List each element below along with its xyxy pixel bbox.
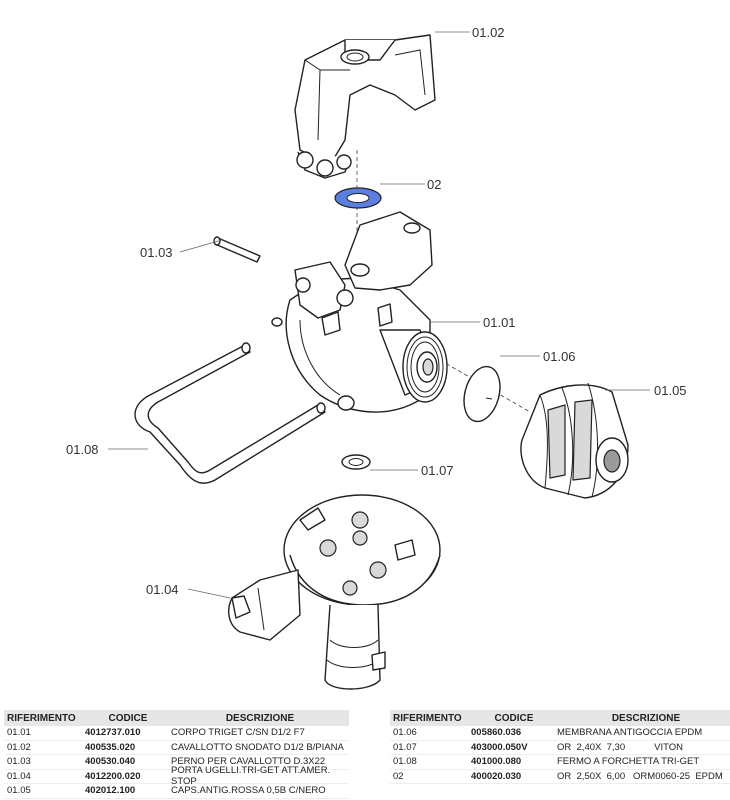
table-row: 01.02 400535.020 CAVALLOTTO SNODATO D1/2…: [4, 741, 349, 755]
part-01-01-body: [271, 211, 448, 413]
cell-descrizione: PORTA UGELLI.TRI-GET ATT.AMER. STOP: [171, 765, 331, 788]
cell-rif: 01.01: [7, 727, 31, 739]
cell-codice: 403000.050V: [471, 741, 528, 753]
callout-01-03: 01.03: [140, 245, 173, 260]
callout-02: 02: [427, 177, 441, 192]
table-row: 01.01 4012737.010 CORPO TRIGET C/SN D1/2…: [4, 726, 349, 741]
cell-rif: 01.06: [393, 727, 417, 739]
table-row: 01.08 401000.080 FERMO A FORCHETTA TRI-G…: [390, 755, 730, 770]
part-01-04-nozzle-holder: [228, 494, 441, 690]
callout-01-06: 01.06: [543, 349, 576, 364]
cell-descrizione: MEMBRANA ANTIGOCCIA EPDM: [557, 727, 703, 739]
header-riferimento: RIFERIMENTO: [7, 712, 76, 724]
cell-descrizione: OR 2,40X 7,30 VITON: [557, 741, 684, 753]
cell-codice: 402012.100: [85, 785, 136, 797]
cell-codice: 4012737.010: [85, 727, 141, 739]
table-header: RIFERIMENTO CODICE DESCRIZIONE: [390, 710, 730, 726]
parts-table-right: RIFERIMENTO CODICE DESCRIZIONE 01.06 005…: [390, 710, 730, 784]
cell-rif: 01.03: [7, 756, 31, 768]
cell-rif: 01.02: [7, 741, 31, 753]
part-02-oring: [334, 187, 382, 209]
part-01-05-cap: [520, 382, 629, 499]
table-header: RIFERIMENTO CODICE DESCRIZIONE: [4, 710, 349, 726]
table-row: 02 400020.030 OR 2,50X 6,00 ORM0060-25 E…: [390, 770, 730, 784]
cell-descrizione: CAPS.ANTIG.ROSSA 0,5B C/NERO: [171, 785, 326, 797]
leader-lines: [108, 31, 650, 599]
header-descrizione: DESCRIZIONE: [611, 712, 681, 724]
callout-01-02: 01.02: [472, 25, 505, 40]
cell-rif: 02: [393, 770, 404, 782]
callout-01-08: 01.08: [66, 442, 99, 457]
part-01-02-swivel-clamp: [294, 34, 436, 179]
cell-rif: 01.07: [393, 741, 417, 753]
exploded-parts-diagram: 01.02 02 01.03 01.01 01.06 01.05 01.08 0…: [66, 25, 687, 690]
part-01-07-oring: [341, 454, 371, 470]
callout-01-07: 01.07: [421, 463, 454, 478]
cell-codice: 4012200.020: [85, 770, 141, 782]
part-01-03-pin: [213, 236, 261, 263]
callout-01-05: 01.05: [654, 383, 687, 398]
callout-01-01: 01.01: [483, 315, 516, 330]
part-01-06-membrane: [463, 365, 501, 423]
parts-table-left: RIFERIMENTO CODICE DESCRIZIONE 01.01 401…: [4, 710, 349, 799]
cell-descrizione: CORPO TRIGET C/SN D1/2 F7: [171, 727, 305, 739]
cell-codice: 400530.040: [85, 756, 136, 768]
part-01-08-forked-retainer: [134, 342, 326, 484]
header-descrizione: DESCRIZIONE: [225, 712, 295, 724]
cell-descrizione: FERMO A FORCHETTA TRI-GET: [557, 756, 700, 768]
cell-codice: 005860.036: [471, 727, 522, 739]
cell-rif: 01.08: [393, 756, 417, 768]
table-row: 01.06 005860.036 MEMBRANA ANTIGOCCIA EPD…: [390, 726, 730, 741]
table-row: 01.04 4012200.020 PORTA UGELLI.TRI-GET A…: [4, 765, 349, 787]
table-row: 01.03 400530.040 PERNO PER CAVALLOTTO D.…: [4, 755, 349, 770]
cell-codice: 401000.080: [471, 756, 522, 768]
cell-descrizione: OR 2,50X 6,00 ORM0060-25 EPDM: [557, 770, 723, 782]
header-codice: CODICE: [108, 712, 148, 724]
cell-rif: 01.04: [7, 770, 31, 782]
cell-codice: 400020.030: [471, 770, 522, 782]
cell-descrizione: CAVALLOTTO SNODATO D1/2 B/PIANA: [171, 741, 344, 753]
cell-codice: 400535.020: [85, 741, 136, 753]
table-row: 01.05 402012.100 CAPS.ANTIG.ROSSA 0,5B C…: [4, 784, 349, 799]
header-riferimento: RIFERIMENTO: [393, 712, 462, 724]
callout-01-04: 01.04: [146, 582, 179, 597]
cell-rif: 01.05: [7, 785, 31, 797]
header-codice: CODICE: [494, 712, 534, 724]
cell-descrizione: PERNO PER CAVALLOTTO D.3X22: [171, 756, 326, 768]
table-row: 01.07 403000.050V OR 2,40X 7,30 VITON: [390, 741, 730, 755]
